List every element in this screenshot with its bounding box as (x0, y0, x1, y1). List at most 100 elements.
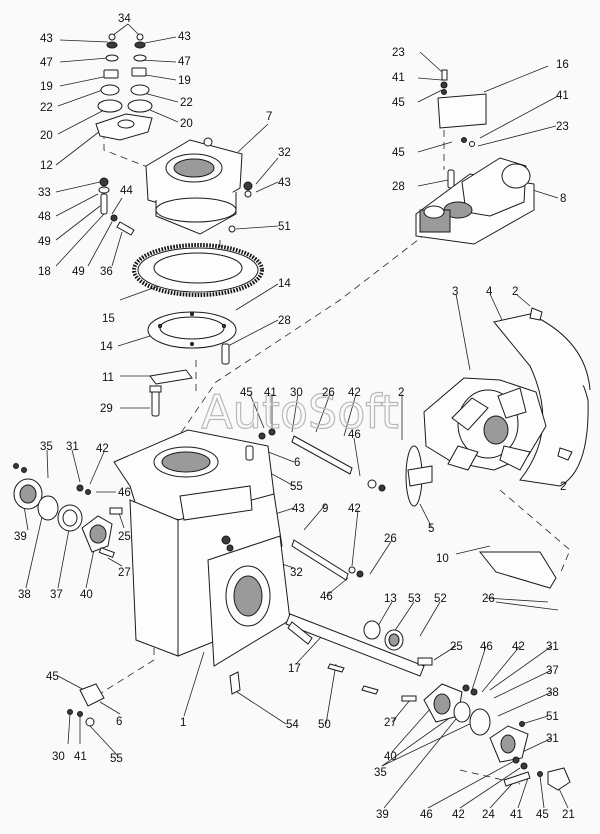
callout-c6: 19 (40, 81, 53, 93)
callout-c69: 10 (436, 553, 449, 565)
callout-c81: 45 (46, 671, 59, 683)
callout-c46: 42 (348, 387, 361, 399)
callout-c99: 45 (536, 809, 549, 821)
callout-c12: 12 (40, 160, 53, 172)
paddle (405, 445, 433, 507)
base-housing (113, 429, 291, 667)
callout-c58: 38 (18, 589, 31, 601)
callout-c61: 43 (292, 503, 305, 515)
callout-c37: 14 (100, 341, 113, 353)
callout-c29: 23 (556, 121, 569, 133)
callout-c62: 32 (290, 567, 303, 579)
callout-c60: 40 (80, 589, 93, 601)
shaft-pins (98, 177, 135, 236)
callout-c32: 8 (560, 193, 566, 205)
callout-c67: 5 (428, 523, 434, 535)
callout-c87: 40 (384, 751, 397, 763)
callout-c15: 43 (278, 177, 291, 189)
callout-c24: 23 (392, 47, 405, 59)
callout-c3: 43 (178, 31, 191, 43)
callout-c65: 26 (384, 533, 397, 545)
callout-c10: 20 (40, 130, 53, 142)
callout-c56: 27 (118, 567, 131, 579)
callout-c42: 45 (240, 387, 253, 399)
callout-c14: 32 (278, 147, 291, 159)
callout-c1: 34 (118, 13, 131, 25)
callout-c68: 2 (560, 481, 566, 493)
callout-c79: 37 (546, 665, 559, 677)
callout-c45: 26 (322, 387, 335, 399)
callout-c13: 7 (266, 111, 272, 123)
callout-c75: 25 (450, 641, 463, 653)
callout-c7: 19 (178, 75, 191, 87)
callout-c26: 41 (392, 72, 405, 84)
callout-c97: 24 (482, 809, 495, 821)
callout-c100: 21 (562, 809, 575, 821)
callout-c41: 29 (100, 403, 113, 415)
callout-c77: 42 (512, 641, 525, 653)
gear-ring (132, 243, 264, 297)
callout-c57: 39 (14, 531, 27, 543)
callout-c16: 33 (38, 187, 51, 199)
callout-c22: 49 (72, 266, 85, 278)
motor-assembly (415, 69, 535, 245)
callout-c82: 6 (116, 716, 122, 728)
callout-c31: 28 (392, 181, 405, 193)
upper-housing (145, 137, 253, 235)
callout-c39: 28 (278, 315, 291, 327)
callout-c64: 42 (348, 503, 361, 515)
callout-c36: 15 (102, 313, 115, 325)
callout-c17: 44 (120, 185, 133, 197)
callout-c86: 27 (384, 717, 397, 729)
bracket-bolts (149, 343, 230, 417)
callout-c92: 35 (374, 767, 387, 779)
callout-c35: 2 (512, 286, 518, 298)
callout-c70: 26 (482, 593, 495, 605)
top-hardware-stack (95, 33, 153, 141)
callout-c72: 53 (408, 593, 421, 605)
callout-c76: 46 (480, 641, 493, 653)
drive-shaft-and-studs (245, 428, 386, 581)
callout-c49: 6 (294, 457, 300, 469)
watermark: AutoSoft (201, 385, 399, 439)
left-bearing-stack (13, 463, 123, 558)
callout-c83: 1 (180, 717, 186, 729)
callout-c27: 45 (392, 97, 405, 109)
callout-c63: 9 (322, 503, 328, 515)
callout-c88: 51 (546, 711, 559, 723)
callout-c53: 42 (96, 443, 109, 455)
callout-c98: 41 (510, 809, 523, 821)
callout-c52: 31 (66, 441, 79, 453)
callout-c40: 11 (102, 372, 114, 384)
callout-c21: 18 (38, 266, 51, 278)
callout-c96: 42 (452, 809, 465, 821)
callout-c20: 51 (278, 221, 291, 233)
bottom-left-bracket (67, 671, 241, 727)
callout-c5: 47 (178, 56, 191, 68)
callout-c78: 31 (546, 641, 559, 653)
callout-c84: 54 (286, 719, 299, 731)
callout-c9: 22 (180, 97, 193, 109)
main-shaft (285, 613, 425, 695)
plate (478, 551, 559, 611)
gasket-plate (147, 311, 237, 349)
callout-c23: 36 (100, 266, 113, 278)
callout-c80: 38 (546, 687, 559, 699)
callout-c11: 20 (180, 118, 193, 130)
callout-c25: 16 (556, 59, 569, 71)
callout-c50: 55 (290, 481, 303, 493)
right-bearing-stack (401, 657, 571, 791)
callout-c19: 49 (38, 236, 51, 248)
callout-c95: 46 (420, 809, 433, 821)
callout-c44: 30 (290, 387, 303, 399)
callout-c43: 41 (264, 387, 277, 399)
callout-c28: 41 (556, 90, 569, 102)
callout-c4: 47 (40, 57, 53, 69)
callout-c71: 13 (384, 593, 397, 605)
callout-c38: 14 (278, 278, 291, 290)
callout-c2: 43 (40, 33, 53, 45)
callout-c74: 17 (288, 663, 301, 675)
callout-labels: 34 43 43 47 47 19 19 22 22 20 20 12 7 32… (14, 13, 575, 821)
callout-c93: 31 (546, 733, 559, 745)
